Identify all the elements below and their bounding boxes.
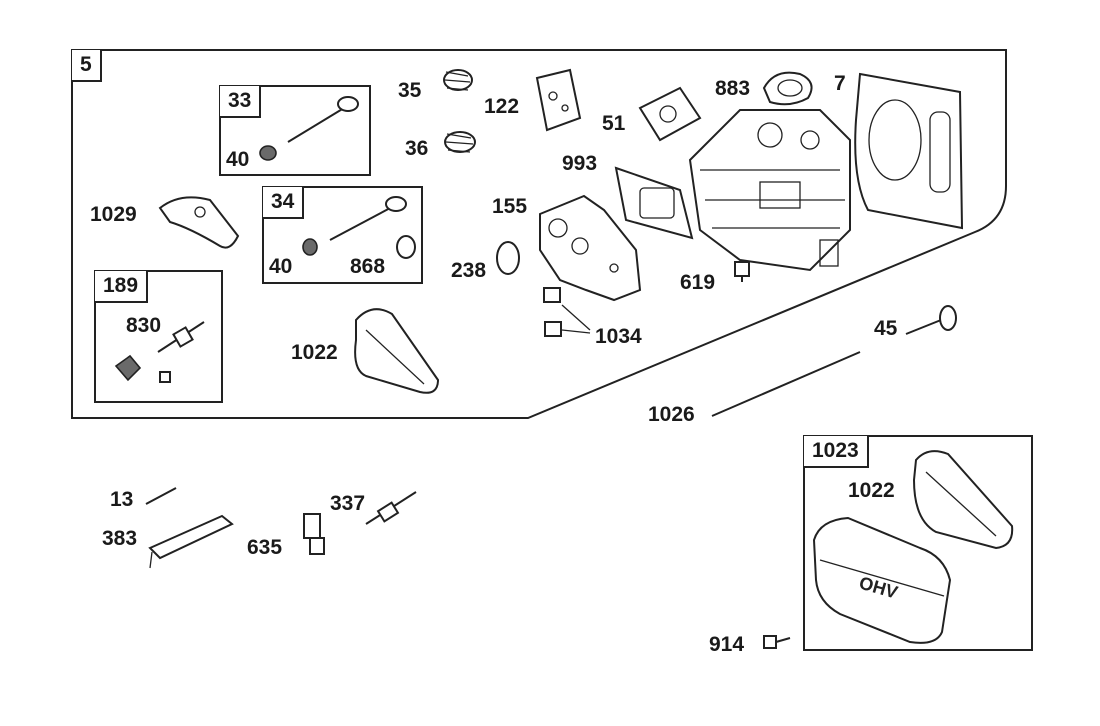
part-label-40-exhaust: 40 <box>269 255 293 278</box>
clip-icon <box>543 287 591 337</box>
intake-manifold-icon <box>539 194 642 302</box>
bolt-619-icon <box>734 261 750 282</box>
part-label-635: 635 <box>247 536 283 559</box>
part-label-40-intake: 40 <box>226 148 250 171</box>
part-label-868: 868 <box>350 255 386 278</box>
intake-valve-icon <box>259 96 359 161</box>
exhaust-valve-frame <box>262 186 423 284</box>
part-label-830: 830 <box>126 314 162 337</box>
valve-cover-gasket-icon <box>354 308 440 394</box>
part-label-383: 383 <box>102 527 138 550</box>
part-label-993: 993 <box>562 152 598 175</box>
valve-spring-icon <box>443 69 476 153</box>
cover-kit-gasket-icon <box>912 450 1014 550</box>
part-label-35: 35 <box>398 79 422 102</box>
group-label-breather: 189 <box>95 271 149 303</box>
part-label-238: 238 <box>451 259 487 282</box>
intake-valve-frame <box>219 85 371 176</box>
spark-plug-icon <box>365 491 417 525</box>
cover-kit-frame <box>803 435 1033 651</box>
bolt-13-icon <box>145 487 177 505</box>
cylinder-head-icon <box>688 109 851 272</box>
group-label-exhaust-valve: 34 <box>263 187 305 219</box>
valve-cover-icon <box>812 516 952 644</box>
gasket-883-icon <box>762 71 813 106</box>
gasket-122-icon <box>535 68 582 132</box>
main-assembly-frame <box>71 49 1007 419</box>
bolt-914-icon <box>763 635 791 649</box>
group-label-main: 5 <box>72 50 102 82</box>
part-label-36: 36 <box>405 137 429 160</box>
part-label-337: 337 <box>330 492 366 515</box>
rocker-arm-icon <box>158 196 240 249</box>
part-label-13: 13 <box>110 488 134 511</box>
part-label-1034: 1034 <box>595 325 642 348</box>
part-label-45: 45 <box>874 317 898 340</box>
part-label-914: 914 <box>709 633 745 656</box>
group-label-intake-valve: 33 <box>220 86 262 118</box>
part-label-1026: 1026 <box>648 403 695 426</box>
part-label-155: 155 <box>492 195 528 218</box>
push-rod-1026-icon <box>711 351 861 417</box>
part-label-51: 51 <box>602 112 626 135</box>
gasket-993-icon <box>614 166 694 240</box>
part-label-122: 122 <box>484 95 520 118</box>
push-rod-45-icon <box>905 305 957 335</box>
o-ring-icon <box>496 241 520 275</box>
tube-383-icon <box>148 514 234 569</box>
gasket-51-icon <box>638 86 702 142</box>
exhaust-valve-icon <box>302 196 416 259</box>
part-label-7: 7 <box>834 72 846 95</box>
part-label-619: 619 <box>680 271 716 294</box>
part-label-1029: 1029 <box>90 203 137 226</box>
part-label-1022-main: 1022 <box>291 341 338 364</box>
group-label-cover-kit: 1023 <box>804 436 869 468</box>
breather-frame <box>94 270 223 403</box>
breather-fitting-icon <box>114 321 205 383</box>
fitting-635-icon <box>303 513 325 555</box>
part-label-883: 883 <box>715 77 751 100</box>
part-label-1022-kit: 1022 <box>848 479 895 502</box>
head-gasket-icon <box>854 72 964 230</box>
